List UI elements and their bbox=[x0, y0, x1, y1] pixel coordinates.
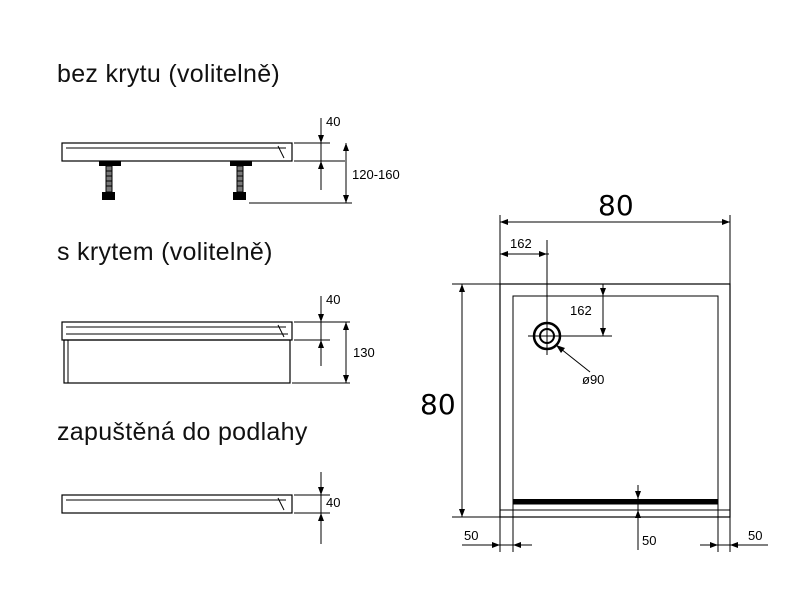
tray-profile-with-cover bbox=[61, 321, 293, 341]
dimension-rim-recessed: 40 bbox=[294, 472, 340, 544]
dimension-rim-without-cover: 40 bbox=[294, 114, 345, 190]
front-cover-panel bbox=[63, 339, 291, 384]
label-margin-left: 50 bbox=[464, 528, 478, 543]
dimension-drain-y: 162 bbox=[528, 284, 612, 337]
label-width: 80 bbox=[598, 189, 634, 222]
label-total-height: 120-160 bbox=[352, 167, 400, 182]
adjustable-leg-left bbox=[99, 161, 121, 200]
dimension-rim-with-cover: 40 bbox=[294, 292, 350, 366]
dimension-depth: 80 bbox=[420, 283, 500, 518]
title-recessed: zapuštěná do podlahy bbox=[57, 418, 308, 446]
dimension-margin-right: 50 bbox=[700, 517, 768, 552]
title-with-cover: s krytem (volitelně) bbox=[57, 238, 273, 266]
view-with-cover: s krytem (volitelně) 40 130 bbox=[57, 238, 375, 384]
tray-outline bbox=[499, 283, 731, 518]
label-drain-offset-x: 162 bbox=[510, 236, 532, 251]
view-without-cover: bez krytu (volitelně) bbox=[57, 60, 400, 204]
dimension-drain-diameter: ø90 bbox=[555, 344, 604, 387]
label-margin-bottom: 50 bbox=[642, 533, 656, 548]
label-rim-height: 40 bbox=[326, 114, 340, 129]
dimension-total-height-without-cover: 120-160 bbox=[249, 143, 400, 204]
label-drain-offset-y: 162 bbox=[570, 303, 592, 318]
dimension-cover-height: 130 bbox=[292, 322, 375, 384]
label-cover-height: 130 bbox=[353, 345, 375, 360]
dimension-margin-left: 50 bbox=[462, 510, 532, 552]
label-margin-right: 50 bbox=[748, 528, 762, 543]
dimension-margin-bottom: 50 bbox=[635, 485, 656, 550]
plan-view: 80 80 162 162 bbox=[420, 189, 768, 552]
tray-profile-without-cover bbox=[61, 142, 293, 162]
tray-profile-recessed bbox=[61, 494, 293, 514]
label-rim-height-cover: 40 bbox=[326, 292, 340, 307]
dimension-width: 80 bbox=[499, 189, 731, 284]
adjustable-leg-right bbox=[230, 161, 252, 200]
title-without-cover: bez krytu (volitelně) bbox=[57, 60, 280, 88]
label-drain-diameter: ø90 bbox=[582, 372, 604, 387]
label-depth: 80 bbox=[420, 388, 456, 421]
label-rim-height-recessed: 40 bbox=[326, 495, 340, 510]
view-recessed: zapuštěná do podlahy 40 bbox=[57, 418, 340, 544]
